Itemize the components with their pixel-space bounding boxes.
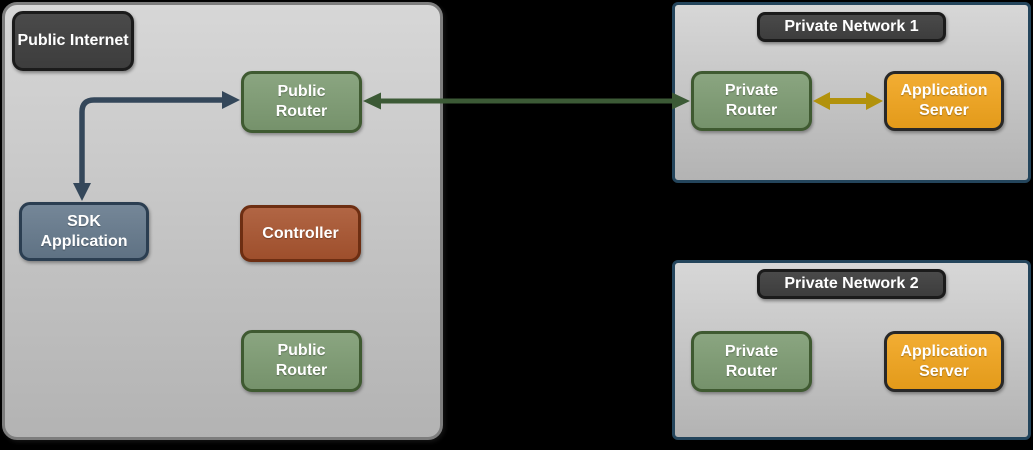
public-router-top-node: Public Router (241, 71, 362, 133)
sdk-application-node: SDK Application (19, 202, 149, 261)
controller-node: Controller (240, 205, 361, 262)
private-network-2-label: Private Network 2 (757, 269, 946, 299)
public-router-bottom-node: Public Router (241, 330, 362, 392)
public-internet-label: Public Internet (12, 11, 134, 71)
private-router-1-node: Private Router (691, 71, 812, 131)
application-server-1-node: Application Server (884, 71, 1004, 131)
private-router-2-node: Private Router (691, 331, 812, 392)
application-server-2-node: Application Server (884, 331, 1004, 392)
private-network-1-label: Private Network 1 (757, 12, 946, 42)
